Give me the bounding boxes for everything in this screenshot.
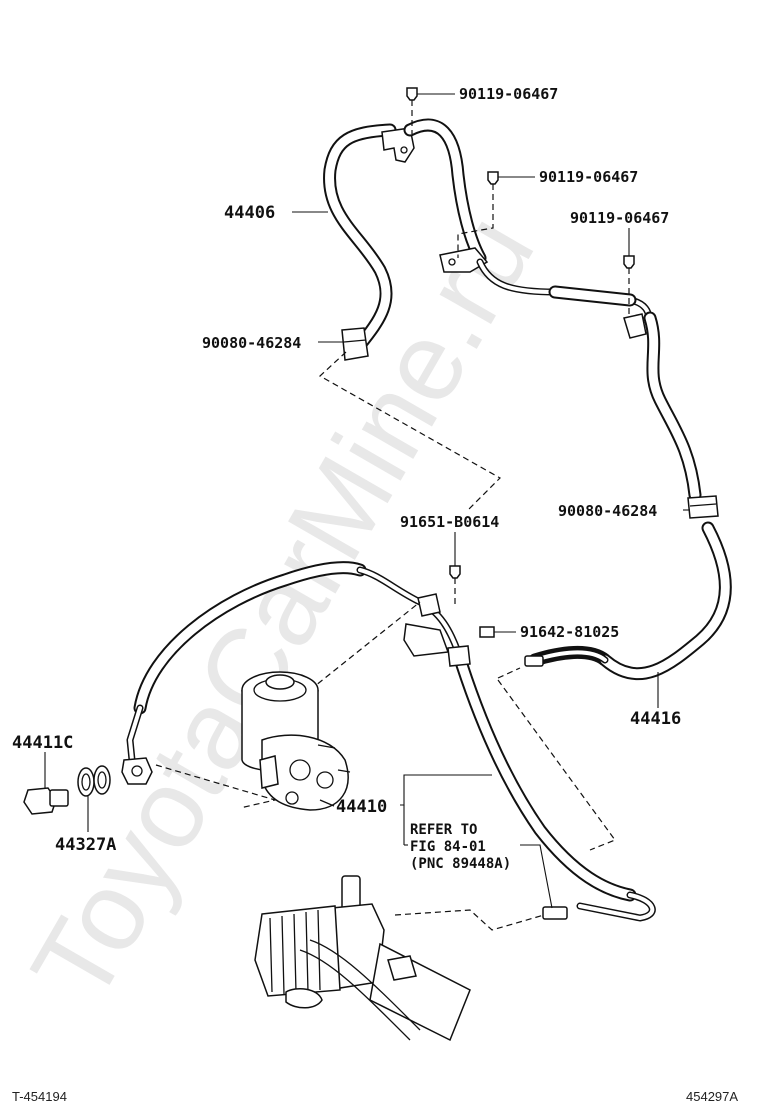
footer-right-code: 454297A	[686, 1089, 738, 1104]
gasket-44327a[interactable]	[77, 765, 111, 797]
label-bolt-flange: 91642-81025	[520, 623, 619, 641]
bolt-bracket[interactable]	[449, 565, 461, 579]
hose-clamp-left[interactable]	[341, 327, 369, 361]
pressure-hose-44410[interactable]	[126, 561, 656, 922]
steering-gear-housing	[254, 875, 471, 1042]
return-pipe-44416[interactable]	[524, 521, 732, 681]
label-clamp-right: 90080-46284	[558, 502, 657, 520]
watermark: ToyotaCarMine.ru	[8, 194, 558, 1022]
label-bolt-mid: 90119-06467	[539, 168, 638, 186]
hose-eye-fitting	[121, 757, 153, 785]
right-upper-pipe	[476, 258, 652, 324]
pressure-hose-bracket	[403, 593, 471, 667]
label-pipe-44416: 44416	[630, 709, 681, 729]
label-bolt-top: 90119-06467	[459, 85, 558, 103]
label-hose-44406: 44406	[224, 203, 275, 223]
footer-left-code: T-454194	[12, 1089, 67, 1104]
union-bolt-44411c[interactable]	[23, 787, 69, 815]
right-return-hose	[643, 311, 702, 502]
label-gasket: 44327A	[55, 835, 116, 855]
bolt-mid[interactable]	[487, 171, 499, 185]
right-bracket	[623, 313, 647, 339]
label-union-bolt: 44411C	[12, 733, 73, 753]
label-bolt-bracket: 91651-B0614	[400, 513, 499, 531]
label-bolt-right: 90119-06467	[570, 209, 669, 227]
bolt-top[interactable]	[406, 87, 418, 101]
hose-clamp-right[interactable]	[687, 495, 719, 519]
label-refer-line3: (PNC 89448A)	[410, 856, 511, 872]
label-clamp-left: 90080-46284	[202, 334, 301, 352]
label-refer-line1: REFER TO	[410, 822, 477, 838]
power-steering-pump	[241, 671, 351, 811]
pipe-end-fitting	[542, 906, 568, 920]
label-hose-44410: 44410	[336, 797, 387, 817]
center-bracket	[439, 247, 489, 273]
label-refer-line2: FIG 84-01	[410, 839, 486, 855]
upper-connecting-hose	[403, 118, 487, 265]
bolt-right[interactable]	[623, 255, 635, 269]
bolt-flange[interactable]	[479, 626, 495, 638]
return-hose-44406[interactable]	[323, 123, 397, 352]
